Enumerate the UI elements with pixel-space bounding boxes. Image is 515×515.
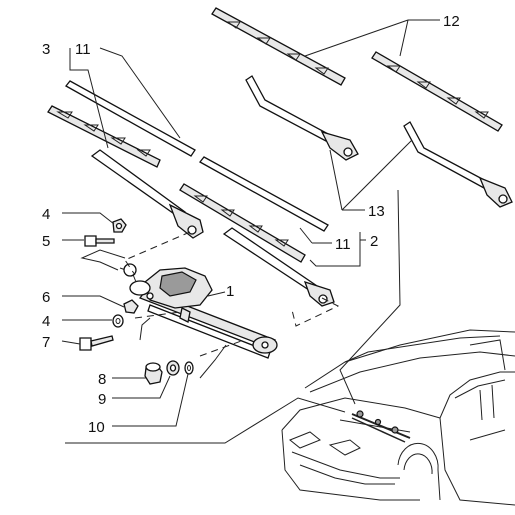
callout-4-upper: 4 — [42, 206, 50, 223]
wiper-blade-left — [47, 105, 204, 239]
callout-4-lower: 4 — [42, 313, 50, 330]
callout-13: 13 — [368, 203, 385, 220]
callout-11-left: 11 — [75, 41, 91, 58]
wiper-arm-left — [245, 75, 359, 161]
wiper-motor-linkage — [119, 263, 278, 359]
wiper-refill-left — [65, 80, 196, 157]
wiper-blade-top-right — [371, 51, 503, 132]
leader-lines — [61, 19, 440, 444]
callout-2: 2 — [370, 233, 378, 250]
callout-7: 7 — [42, 334, 50, 351]
car-front-illustration — [281, 329, 515, 506]
wiper-refill-right — [199, 156, 329, 232]
callout-8: 8 — [98, 371, 106, 388]
callout-9: 9 — [98, 391, 106, 408]
assembly-dashed-lines — [80, 231, 340, 379]
wiper-blade-top-left — [211, 7, 346, 86]
callout-labels: 3 11 12 13 11 2 1 4 5 6 4 7 8 9 10 — [42, 13, 460, 436]
callout-1: 1 — [226, 283, 234, 300]
fastener-parts — [79, 218, 194, 385]
callout-5: 5 — [42, 233, 50, 250]
wiper-arm-right — [403, 121, 513, 208]
callout-10: 10 — [88, 419, 105, 436]
callout-12: 12 — [443, 13, 460, 30]
callout-3: 3 — [42, 41, 50, 58]
callout-11-right: 11 — [335, 236, 351, 253]
callout-6: 6 — [42, 289, 50, 306]
